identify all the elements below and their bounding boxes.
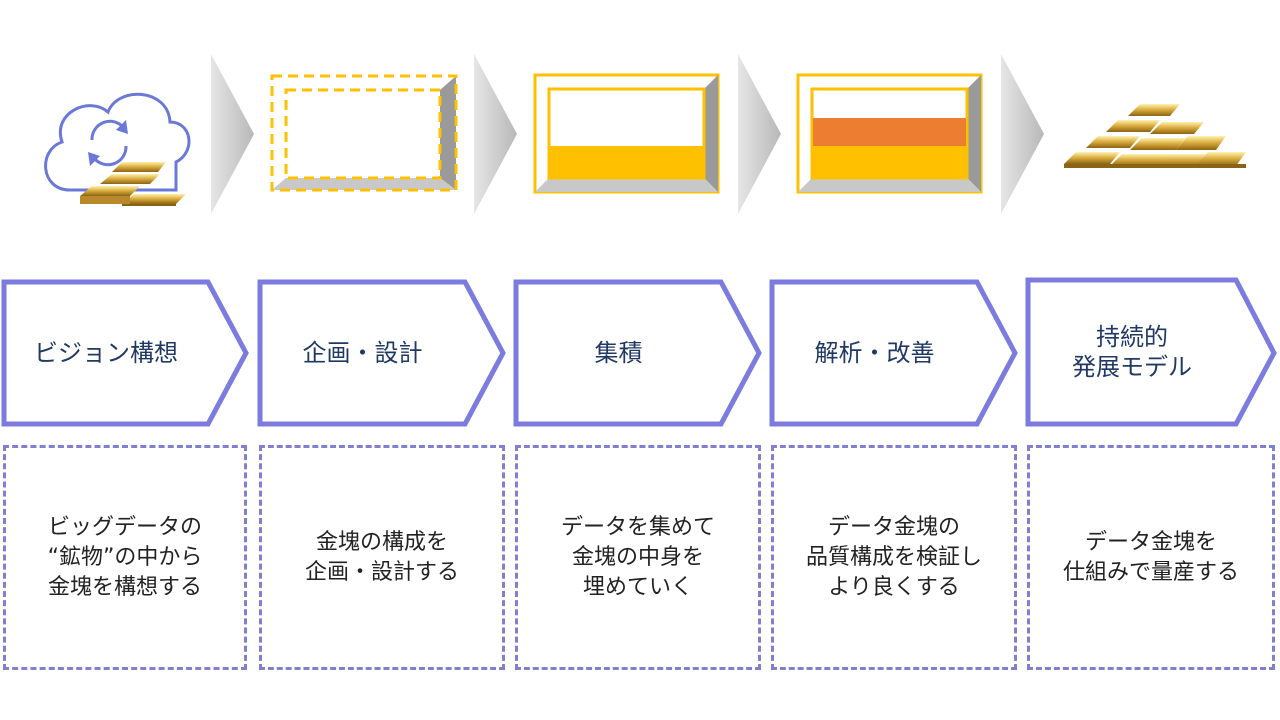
gold-bars-pile-icon bbox=[1064, 104, 1246, 168]
stage-vision: ビジョン構想 bbox=[4, 282, 246, 424]
icon-row bbox=[44, 54, 1246, 214]
description-box: 金塊の構成を 企画・設計する bbox=[259, 445, 505, 670]
description-box: データ金塊の 品質構成を検証し より良くする bbox=[771, 445, 1017, 670]
stage-shapes bbox=[1, 277, 1277, 427]
layered-frame-icon bbox=[796, 73, 983, 194]
description-box: データを集めて 金塊の中身を 埋めていく bbox=[515, 445, 761, 670]
half-filled-frame-icon bbox=[533, 73, 720, 194]
stage-label: 解析・改善 bbox=[814, 339, 935, 367]
stage-analysis: 解析・改善 bbox=[772, 282, 1015, 424]
stage-accumulation: 集積 bbox=[516, 282, 759, 424]
gold-bars-icon bbox=[80, 162, 186, 206]
stage-label: 企画・設計 bbox=[302, 339, 423, 367]
stage-label: 集積 bbox=[594, 339, 643, 367]
description-text: データ金塊の 品質構成を検証し より良くする bbox=[805, 514, 982, 600]
stage-label: ビジョン構想 bbox=[34, 339, 178, 367]
description-text: データを集めて 金塊の中身を 埋めていく bbox=[560, 514, 715, 600]
flow-arrow-icon bbox=[738, 54, 781, 214]
stage-planning: 企画・設計 bbox=[260, 282, 503, 424]
flow-arrow-icon bbox=[1001, 54, 1044, 214]
cloud-sync-icon bbox=[44, 92, 191, 206]
description-text: ビッグデータの “鉱物”の中から 金塊を構想する bbox=[47, 514, 203, 600]
flow-arrow-icon bbox=[211, 54, 254, 214]
flow-arrow-icon bbox=[474, 54, 517, 214]
description-box: ビッグデータの “鉱物”の中から 金塊を構想する bbox=[3, 445, 247, 670]
stage-sustainable: 持続的 発展モデル bbox=[1028, 280, 1274, 424]
empty-frame-icon bbox=[270, 74, 458, 192]
description-text: 金塊の構成を 企画・設計する bbox=[304, 529, 459, 585]
description-text: データ金塊を 仕組みで量産する bbox=[1062, 529, 1239, 585]
description-box: データ金塊を 仕組みで量産する bbox=[1027, 445, 1275, 670]
stage-label: 持続的 発展モデル bbox=[1072, 323, 1192, 381]
